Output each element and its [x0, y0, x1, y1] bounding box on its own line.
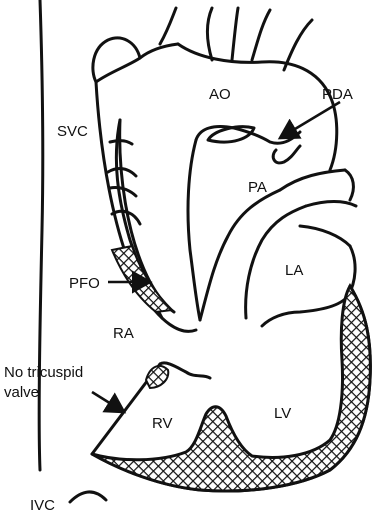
ivc-stub: [70, 492, 106, 502]
pulmonary-trunk-left: [200, 190, 280, 320]
label-no-tricuspid-line1: No tricuspid: [4, 364, 83, 381]
ventricle-myocardium: [92, 286, 370, 491]
aortic-arch-inner-lobe: [208, 127, 254, 142]
aorta-outer: [178, 44, 337, 170]
pda-stub: [273, 146, 300, 163]
tricuspid-remnant: [146, 366, 168, 388]
label-ivc: IVC: [30, 497, 55, 514]
label-svc: SVC: [57, 123, 88, 140]
svc-outline: [39, 0, 43, 470]
pda-arrow: [280, 102, 340, 138]
no-tricuspid-arrow: [92, 392, 124, 412]
label-pda: PDA: [322, 86, 353, 103]
label-la: LA: [285, 262, 303, 279]
label-pa: PA: [248, 179, 267, 196]
label-ao: AO: [209, 86, 231, 103]
aortic-branch-middle-a: [232, 8, 238, 60]
ra-hatched-wall: [112, 246, 172, 312]
label-rv: RV: [152, 415, 173, 432]
label-ra: RA: [113, 325, 134, 342]
label-pfo: PFO: [69, 275, 100, 292]
ascending-aorta-right-wall: [188, 140, 200, 320]
label-no-tricuspid-line2: valve: [4, 384, 39, 401]
pulmonary-vein-stub: [345, 170, 353, 200]
left-pulmonary-branch-top: [306, 202, 356, 207]
brachiocephalic-vessel: [93, 38, 140, 82]
aortic-branch-middle-b: [252, 10, 270, 60]
left-pulmonary-branch-bottom: [300, 226, 350, 246]
aortic-branch-right: [208, 8, 213, 60]
aortic-branch-left: [160, 8, 176, 44]
right-pulmonary-branch: [280, 170, 345, 190]
label-lv: LV: [274, 405, 291, 422]
